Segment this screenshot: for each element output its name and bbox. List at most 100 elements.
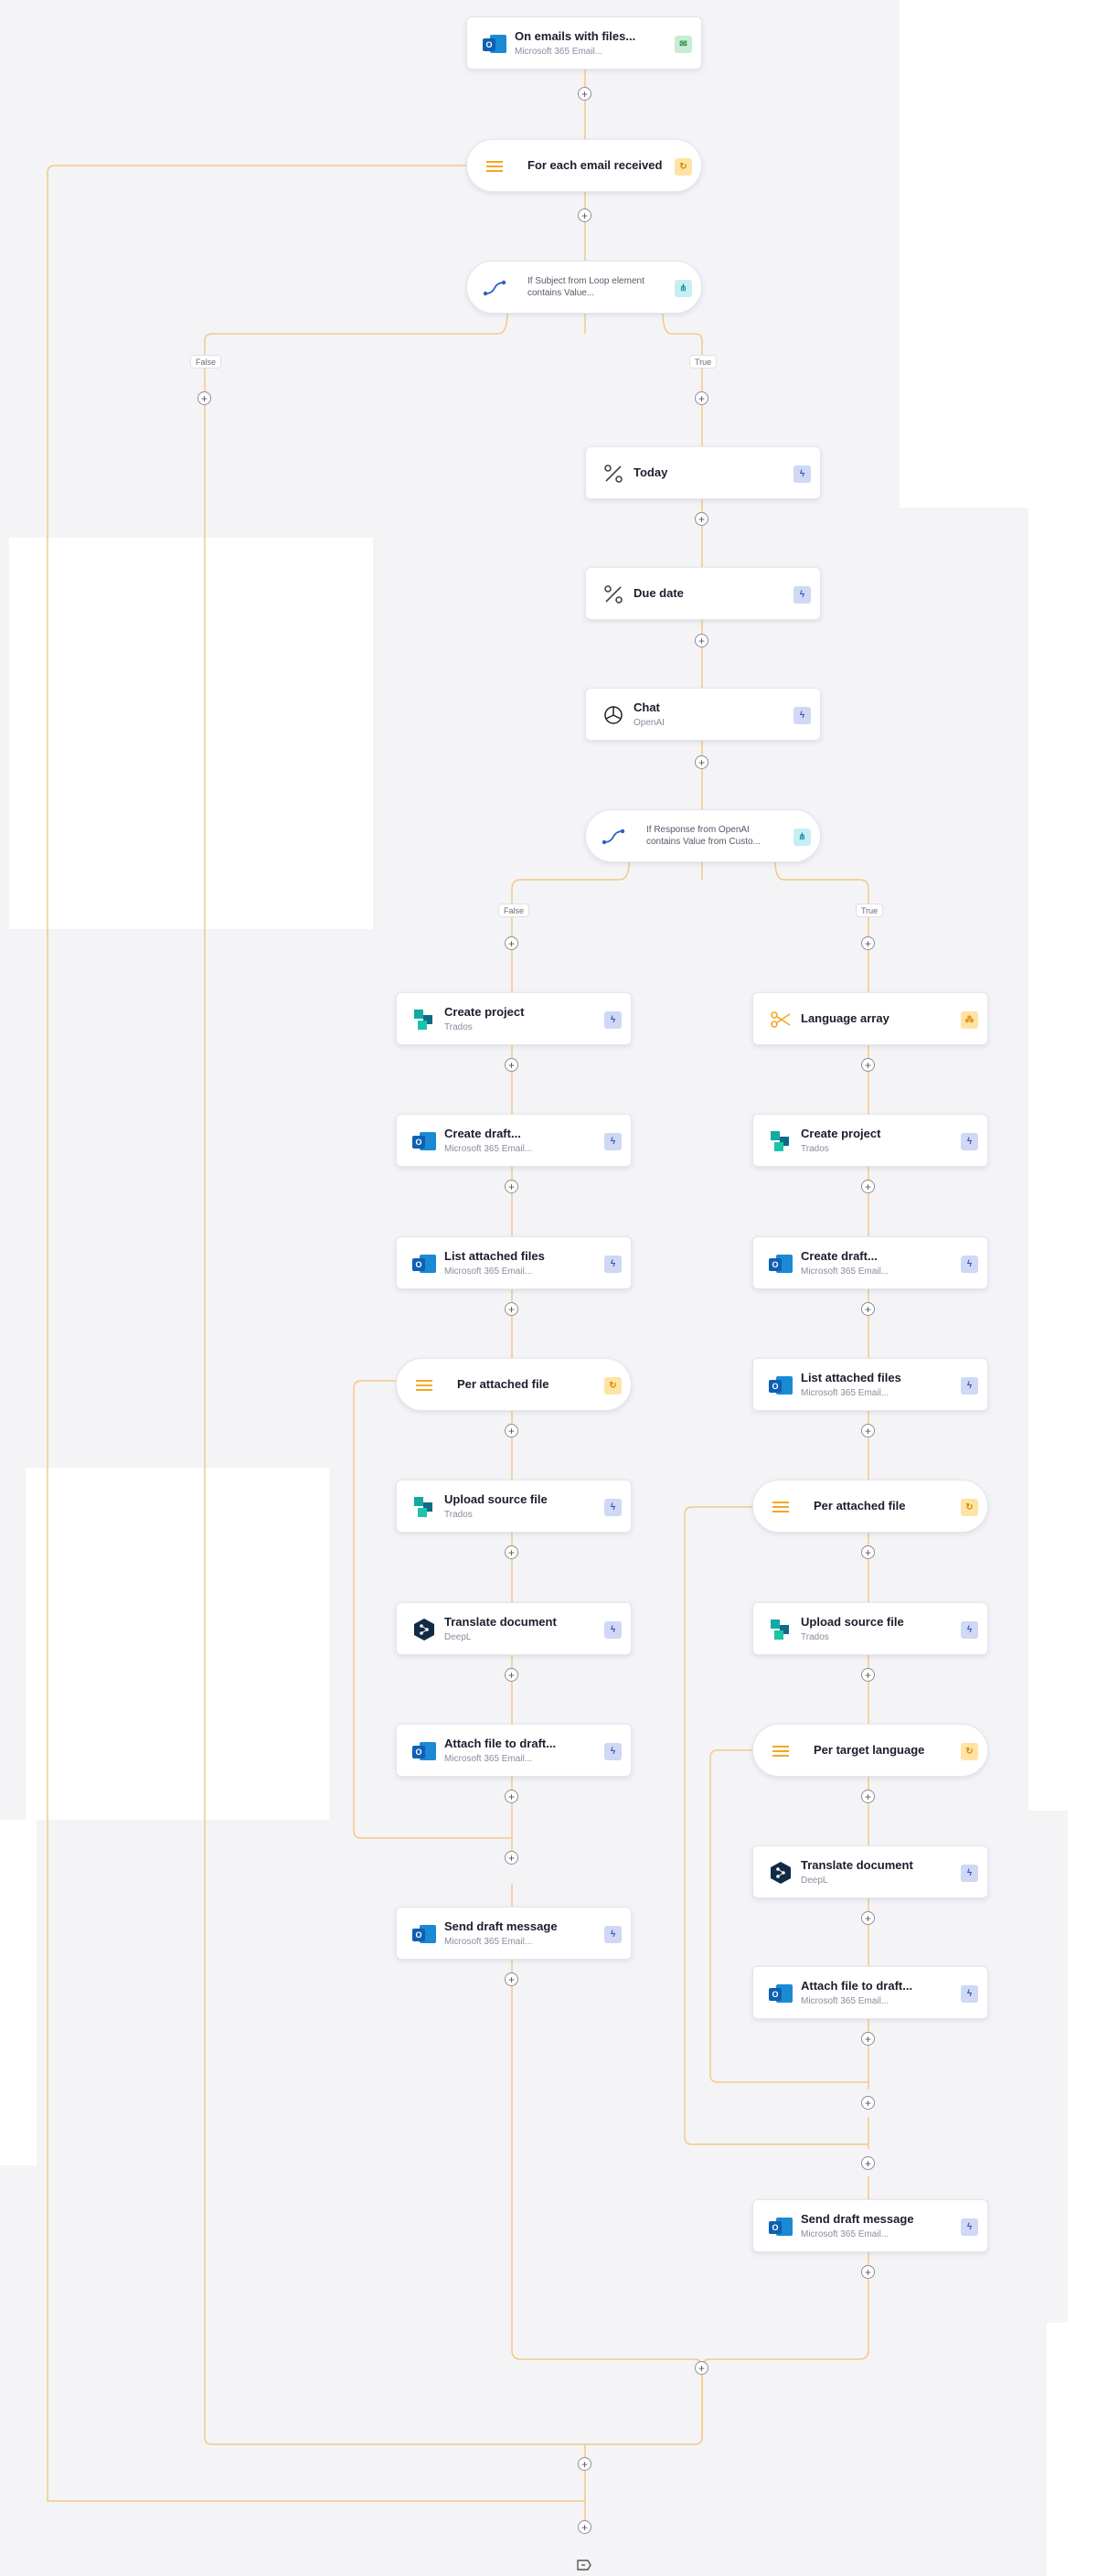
- step-right-upload-source-file[interactable]: Upload source file Trados ϟ: [752, 1602, 988, 1655]
- step-left-per-attached-file[interactable]: Per attached file ↻: [396, 1358, 632, 1411]
- bolt-icon: ϟ: [961, 1865, 978, 1882]
- step-right-per-attached-file[interactable]: Per attached file ↻: [752, 1480, 988, 1533]
- outlook-icon: O: [411, 1921, 437, 1947]
- step-title: For each email received: [527, 158, 663, 172]
- bolt-icon: ϟ: [604, 1011, 622, 1029]
- bolt-icon: ϟ: [604, 1621, 622, 1639]
- add-step-button[interactable]: +: [505, 1302, 518, 1316]
- step-left-list-attached-files[interactable]: O List attached files Microsoft 365 Emai…: [396, 1236, 632, 1289]
- loop-icon: ↻: [675, 158, 692, 176]
- add-step-button[interactable]: +: [578, 87, 591, 101]
- step-left-attach-file-to-draft[interactable]: O Attach file to draft... Microsoft 365 …: [396, 1724, 632, 1777]
- trados-icon: [768, 1128, 793, 1154]
- step-subtitle: DeepL: [801, 1875, 828, 1886]
- add-step-button[interactable]: +: [505, 1180, 518, 1193]
- step-title: Upload source file: [801, 1614, 904, 1629]
- bolt-icon: ϟ: [793, 707, 811, 724]
- add-step-button[interactable]: +: [505, 936, 518, 950]
- bolt-icon: ϟ: [961, 1256, 978, 1273]
- bolt-icon: ϟ: [604, 1926, 622, 1943]
- outlook-icon: O: [482, 31, 507, 57]
- add-step-button[interactable]: +: [861, 1302, 875, 1316]
- add-step-button[interactable]: +: [505, 1790, 518, 1803]
- add-step-button[interactable]: +: [695, 391, 708, 405]
- outlook-icon: O: [411, 1128, 437, 1154]
- step-right-language-array[interactable]: Language array ⁂: [752, 992, 988, 1045]
- step-subtitle: DeepL: [444, 1631, 472, 1642]
- canvas-region: [0, 0, 900, 512]
- add-step-button[interactable]: +: [861, 1180, 875, 1193]
- step-right-send-draft-message[interactable]: O Send draft message Microsoft 365 Email…: [752, 2199, 988, 2252]
- outlook-icon: O: [411, 1251, 437, 1277]
- step-title: Per target language: [814, 1743, 925, 1757]
- add-step-button[interactable]: +: [861, 2096, 875, 2110]
- step-left-send-draft-message[interactable]: O Send draft message Microsoft 365 Email…: [396, 1907, 632, 1960]
- step-title: Send draft message: [444, 1919, 558, 1933]
- step-subtitle: Microsoft 365 Email...: [444, 1266, 533, 1277]
- add-step-button[interactable]: +: [505, 1058, 518, 1072]
- add-step-button[interactable]: +: [861, 2156, 875, 2170]
- step-subtitle: Microsoft 365 Email...: [801, 2229, 889, 2239]
- step-left-translate-document[interactable]: Translate document DeepL ϟ: [396, 1602, 632, 1655]
- step-title: Per attached file: [814, 1499, 906, 1512]
- step-title: List attached files: [444, 1248, 545, 1263]
- step-title: Translate document: [444, 1614, 557, 1629]
- step-condition-subject[interactable]: If Subject from Loop element contains Va…: [466, 261, 702, 314]
- add-step-button[interactable]: +: [861, 1424, 875, 1438]
- add-step-button[interactable]: +: [861, 2032, 875, 2046]
- add-step-button[interactable]: +: [861, 2265, 875, 2279]
- step-right-list-attached-files[interactable]: O List attached files Microsoft 365 Emai…: [752, 1358, 988, 1411]
- step-title: Language array: [801, 1011, 889, 1025]
- add-step-button[interactable]: +: [578, 208, 591, 222]
- step-title: Per attached file: [457, 1377, 549, 1391]
- transform-tools-icon: [601, 582, 626, 607]
- add-step-button[interactable]: +: [861, 936, 875, 950]
- bolt-icon: ϟ: [604, 1499, 622, 1516]
- add-step-button[interactable]: +: [505, 1851, 518, 1865]
- canvas-blank-area: [0, 1820, 37, 2165]
- add-step-button[interactable]: +: [505, 1972, 518, 1986]
- transform-tools-icon: [601, 461, 626, 486]
- step-right-per-target-language[interactable]: Per target language ↻: [752, 1724, 988, 1777]
- add-step-button[interactable]: +: [578, 2520, 591, 2534]
- step-left-create-draft[interactable]: O Create draft... Microsoft 365 Email...…: [396, 1114, 632, 1167]
- step-condition-response[interactable]: If Response from OpenAI contains Value f…: [585, 809, 821, 862]
- step-title: Create draft...: [444, 1126, 521, 1140]
- add-step-button[interactable]: +: [861, 1668, 875, 1682]
- add-step-button[interactable]: +: [505, 1668, 518, 1682]
- add-step-button[interactable]: +: [695, 2361, 708, 2375]
- loop-icon: ↻: [961, 1743, 978, 1760]
- canvas-blank-area: [26, 1468, 329, 1820]
- add-step-button[interactable]: +: [695, 512, 708, 526]
- bolt-icon: ϟ: [961, 1133, 978, 1150]
- step-chat-openai[interactable]: Chat OpenAI ϟ: [585, 688, 821, 741]
- add-step-button[interactable]: +: [861, 1058, 875, 1072]
- add-step-button[interactable]: +: [197, 391, 211, 405]
- branch-route-icon: [482, 275, 507, 301]
- loop-icon: ↻: [604, 1377, 622, 1395]
- add-step-button[interactable]: +: [695, 755, 708, 769]
- add-step-button[interactable]: +: [578, 2457, 591, 2471]
- step-left-upload-source-file[interactable]: Upload source file Trados ϟ: [396, 1480, 632, 1533]
- add-step-button[interactable]: +: [861, 1790, 875, 1803]
- add-step-button[interactable]: +: [861, 1545, 875, 1559]
- step-left-create-project[interactable]: Create project Trados ϟ: [396, 992, 632, 1045]
- step-right-attach-file-to-draft[interactable]: O Attach file to draft... Microsoft 365 …: [752, 1966, 988, 2019]
- step-today[interactable]: Today ϟ: [585, 446, 821, 499]
- step-title: Create project: [801, 1126, 881, 1140]
- step-trigger-emails-with-files[interactable]: O On emails with files... Microsoft 365 …: [466, 16, 702, 69]
- step-subtitle: Trados: [801, 1631, 829, 1642]
- add-step-button[interactable]: +: [695, 634, 708, 647]
- step-right-translate-document[interactable]: Translate document DeepL ϟ: [752, 1845, 988, 1898]
- outlook-icon: O: [768, 1981, 793, 2006]
- step-due-date[interactable]: Due date ϟ: [585, 567, 821, 620]
- step-right-create-draft[interactable]: O Create draft... Microsoft 365 Email...…: [752, 1236, 988, 1289]
- step-right-create-project[interactable]: Create project Trados ϟ: [752, 1114, 988, 1167]
- step-loop-each-email[interactable]: For each email received ↻: [466, 139, 702, 192]
- canvas-region: [0, 2318, 1047, 2576]
- add-step-button[interactable]: +: [505, 1424, 518, 1438]
- branch-label-true: True: [689, 355, 718, 369]
- add-step-button[interactable]: +: [861, 1911, 875, 1925]
- add-step-button[interactable]: +: [505, 1545, 518, 1559]
- outlook-icon: O: [768, 1373, 793, 1398]
